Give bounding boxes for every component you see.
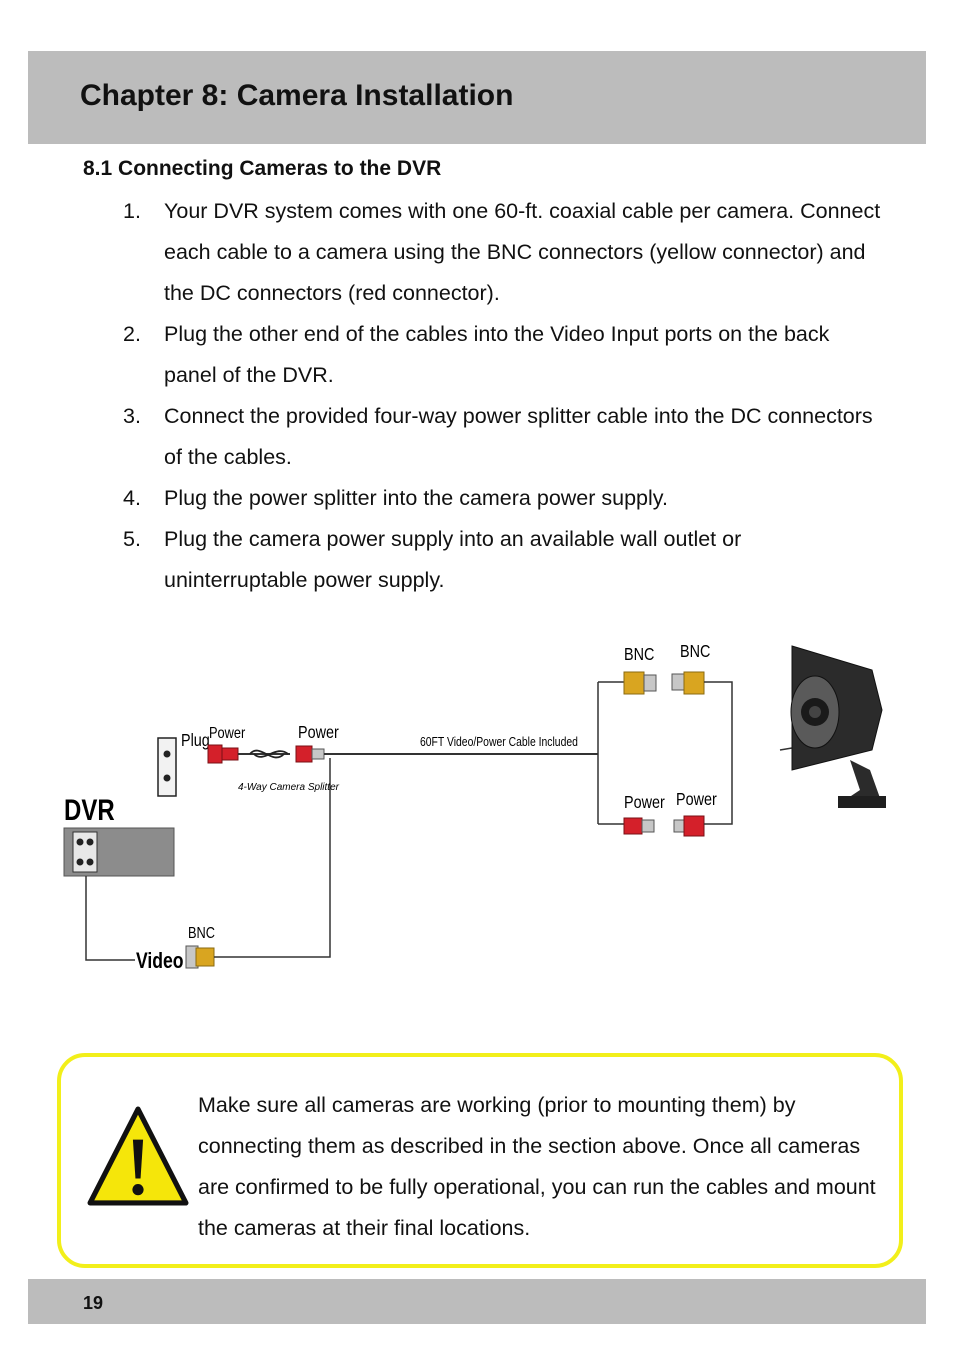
bnc-video-label: BNC (188, 925, 215, 943)
outlet-socket (163, 750, 171, 758)
step-item: 4. Plug the power splitter into the camer… (123, 478, 883, 519)
step-text: Plug the other end of the cables into th… (164, 322, 830, 387)
camera-icon (790, 645, 886, 808)
dvr-video-cable (85, 876, 135, 961)
dvr-port (76, 858, 84, 866)
note-box: Make sure all cameras are working (prior… (57, 1053, 903, 1268)
cable-label: 60FT Video/Power Cable Included (420, 735, 578, 749)
step-item: 3. Connect the provided four-way power sp… (123, 396, 883, 478)
power-plug-connector (207, 744, 239, 764)
power-jack-connector (295, 745, 325, 763)
camera-cable-bracket (704, 681, 733, 825)
step-item: 2. Plug the other end of the cables into … (123, 314, 883, 396)
step-item: 5. Plug the camera power supply into an a… (123, 519, 883, 601)
video-return-cable (214, 758, 331, 958)
camera-lead-cable (779, 747, 793, 751)
power-connector-cable-end (623, 817, 655, 835)
step-number: 2. (123, 322, 141, 346)
power-label-1: Power (209, 725, 245, 743)
step-item: 1. Your DVR system comes with one 60-ft. … (123, 191, 883, 314)
step-number: 3. (123, 404, 141, 428)
step-number: 1. (123, 199, 141, 223)
bnc-video-connector (185, 945, 215, 969)
dvr-port-panel (72, 831, 98, 873)
connection-diagram: DVR Video BNC Plug Power 4-Way Camera Sp… (63, 642, 886, 974)
bnc-top-right-label: BNC (680, 642, 711, 662)
chapter-header-bar: Chapter 8: Camera Installation (28, 51, 926, 144)
section-title: 8.1 Connecting Cameras to the DVR (83, 157, 442, 180)
dvr-port (86, 858, 94, 866)
splitter-wires (249, 749, 289, 759)
power-bottom-left-label: Power (624, 793, 665, 813)
page-number: 19 (83, 1293, 104, 1313)
video-label: Video (136, 949, 184, 973)
dvr-port (76, 838, 84, 846)
chapter-title: Chapter 8: Camera Installation (80, 79, 514, 112)
installation-steps: 1. Your DVR system comes with one 60-ft. … (123, 191, 883, 601)
step-text: Plug the camera power supply into an ava… (164, 527, 742, 592)
step-text: Plug the power splitter into the camera … (164, 486, 668, 510)
step-text: Connect the provided four-way power spli… (164, 404, 873, 469)
bnc-connector-cable-end (623, 671, 657, 695)
step-number: 4. (123, 486, 141, 510)
outlet-socket (163, 774, 171, 782)
power-connector-camera-end (673, 815, 705, 837)
splitter-label: 4-Way Camera Splitter (238, 782, 340, 793)
warning-icon (87, 1106, 189, 1206)
footer-bar: 19 (28, 1279, 926, 1324)
dvr-port (86, 838, 94, 846)
bnc-top-left-label: BNC (624, 645, 655, 665)
step-number: 5. (123, 527, 141, 551)
power-bottom-right-label: Power (676, 790, 717, 810)
dvr-label: DVR (64, 792, 115, 826)
bnc-connector-camera-end (671, 671, 705, 695)
step-text: Your DVR system comes with one 60-ft. co… (164, 199, 881, 305)
power-label-2: Power (298, 723, 339, 743)
wall-outlet (157, 737, 177, 797)
note-text: Make sure all cameras are working (prior… (198, 1093, 876, 1240)
plug-label: Plug (181, 731, 210, 751)
